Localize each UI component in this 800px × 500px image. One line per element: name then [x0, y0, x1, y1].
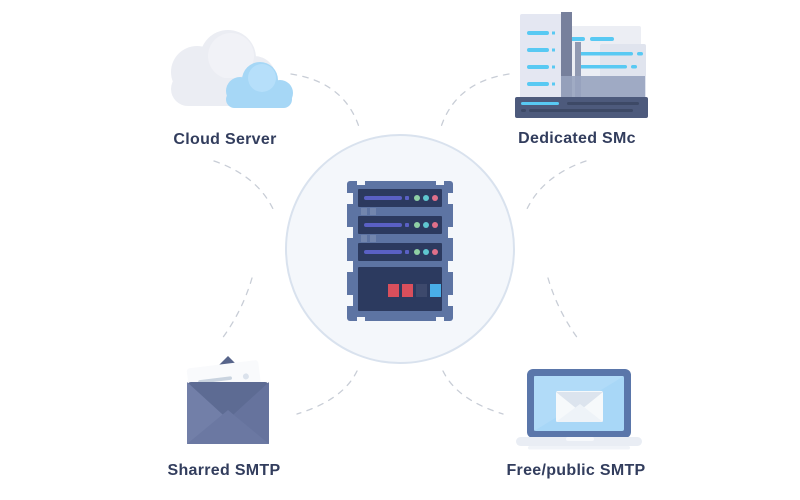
- label-dedicated-smc: Dedicated SMc: [518, 130, 636, 147]
- arc-hubbottom-to-envelope: [296, 370, 358, 415]
- arc-hub-to-laptop: [547, 277, 580, 341]
- envelope-bottom-fold: [187, 410, 269, 444]
- building-overlay-band: [561, 76, 645, 100]
- laptop-shadow: [528, 446, 630, 450]
- server-led-dots: [414, 195, 438, 255]
- server-building-icon: [515, 12, 648, 118]
- arc-dedicatedlabel-to-hub: [525, 160, 587, 212]
- arc-cloud-to-hub: [290, 73, 360, 128]
- label-sharred-smtp: Sharred SMTP: [167, 462, 281, 479]
- mail-glyph: [556, 391, 603, 422]
- server-rack-icon: [345, 179, 456, 322]
- letter-seal-dot: [242, 373, 249, 380]
- building-left-lines: [527, 31, 555, 86]
- building-left-tower: [520, 14, 566, 100]
- server-vents: [361, 208, 376, 242]
- label-cloud-server: Cloud Server: [173, 131, 277, 148]
- server-status-squares: [388, 284, 441, 297]
- laptop-base: [516, 437, 642, 446]
- building-mid-lines: [570, 37, 614, 41]
- server-data-lines: [364, 196, 409, 254]
- building-dark-pillar: [561, 12, 572, 100]
- building-thin-pillar: [575, 42, 581, 100]
- arc-dedicated-to-hub: [440, 73, 510, 128]
- cloud-icon: [171, 30, 293, 108]
- arc-hub-to-envelope: [220, 277, 253, 341]
- building-base: [515, 97, 648, 118]
- arc-hubbottom-to-laptop: [442, 370, 504, 415]
- laptop-mail-icon: [516, 369, 642, 450]
- laptop-base-notch: [566, 437, 594, 441]
- building-base-stripes: [521, 102, 639, 112]
- cloud-blue-highlight: [248, 64, 276, 92]
- open-envelope-icon: [186, 356, 269, 444]
- label-free-public-smtp: Free/public SMTP: [506, 462, 646, 479]
- cloud-highlight: [208, 33, 254, 79]
- server-frame-notches: [345, 179, 456, 322]
- server-panel-4: [358, 267, 442, 311]
- connector-arcs: [213, 73, 587, 415]
- arc-cloudlabel-to-hub: [213, 160, 275, 212]
